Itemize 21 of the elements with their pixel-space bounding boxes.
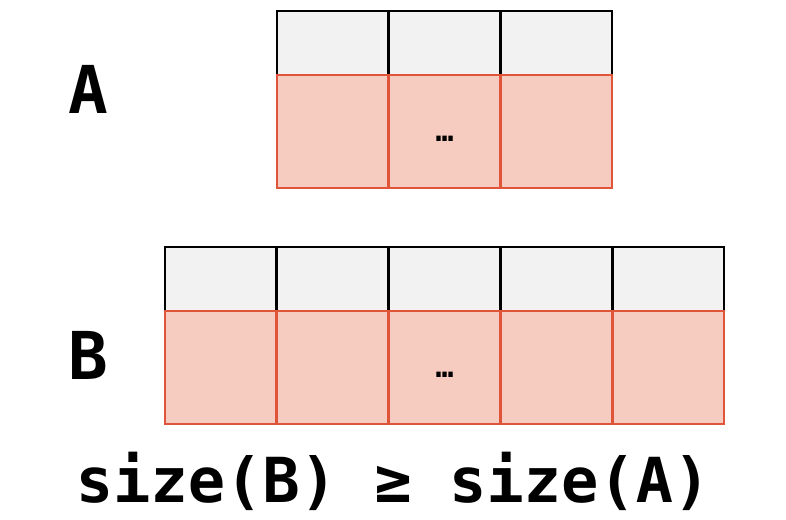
- ellipsis-text: …: [435, 116, 454, 146]
- array-cell: [500, 310, 613, 425]
- array-label: A: [68, 58, 108, 124]
- caption: size(B) ≥ size(A): [74, 450, 712, 512]
- header-cell: [612, 246, 725, 312]
- header-cell: [388, 10, 501, 76]
- header-cell: [164, 246, 277, 312]
- array-cell: [276, 310, 389, 425]
- ellipsis-text: …: [435, 352, 454, 382]
- header-cell: [388, 246, 501, 312]
- header-cell: [276, 10, 389, 76]
- array-cell: [612, 310, 725, 425]
- header-cell: [276, 246, 389, 312]
- array-cell: [164, 310, 277, 425]
- array-cell: [500, 74, 613, 189]
- array-cell: [388, 310, 501, 425]
- array-cell: [276, 74, 389, 189]
- array-label: B: [68, 324, 108, 390]
- array-cell: [388, 74, 501, 189]
- header-cell: [500, 246, 613, 312]
- header-cell: [500, 10, 613, 76]
